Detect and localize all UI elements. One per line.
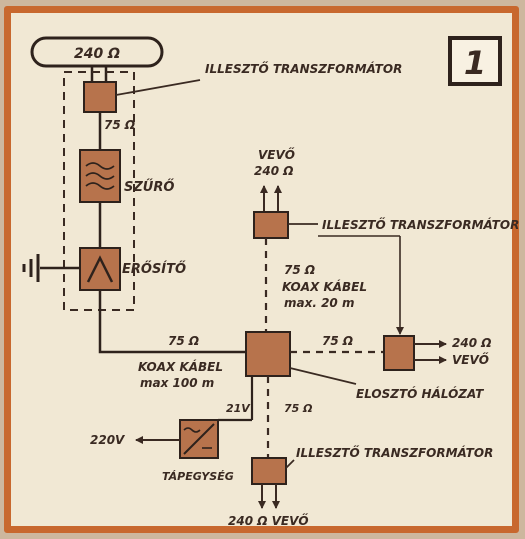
impedance-240-right: 240 Ω [452, 336, 491, 350]
receiver-top-label: VEVŐ [258, 147, 295, 162]
splitter-block [245, 331, 291, 377]
coax-top-length: max. 20 m [284, 296, 354, 310]
figure-number: 1 [464, 44, 486, 82]
mains-voltage-220v: 220V [90, 433, 126, 447]
coax-top-label: KOAX KÁBEL [282, 279, 367, 294]
power-supply-label: TÁPEGYSÉG [162, 470, 234, 483]
supply-voltage-21v: 21V [226, 402, 251, 415]
matching-transformer-label: ILLESZTŐ TRANSZFORMÁTOR [205, 61, 402, 76]
matching-transformer-block [253, 211, 289, 239]
matching-transformer-block [383, 335, 415, 371]
ground-icon [22, 254, 40, 282]
coax-left-label: KOAX KÁBEL [138, 359, 223, 374]
matching-transformer-block [83, 81, 117, 113]
filter-label: SZŰRŐ [124, 179, 174, 195]
antenna-impedance: 240 Ω [74, 46, 120, 62]
impedance-75-antenna: 75 Ω [104, 118, 135, 132]
amplifier-symbol [86, 255, 114, 283]
impedance-75-coax-top: 75 Ω [284, 263, 315, 277]
impedance-75-coax-left: 75 Ω [168, 334, 199, 348]
coax-left-length: max 100 m [140, 376, 214, 390]
matching-transformer-label: ILLESZTŐ TRANSZFORMÁTOR [322, 217, 519, 232]
amplifier-block [79, 247, 121, 291]
receiver-bottom-label: 240 Ω VEVŐ [228, 513, 309, 528]
impedance-240-top: 240 Ω [254, 164, 293, 178]
receiver-right-label: VEVŐ [452, 352, 489, 367]
impedance-75-right: 75 Ω [322, 334, 353, 348]
figure-number-box [448, 36, 502, 86]
power-supply-symbol [183, 423, 215, 455]
impedance-75-bottom: 75 Ω [284, 402, 313, 415]
distribution-network-label: ELOSZTÓ HÁLÓZAT [356, 386, 484, 401]
antenna [30, 36, 164, 68]
amplifier-label: ERŐSÍTŐ [122, 261, 186, 277]
filter-symbol [85, 162, 115, 190]
matching-transformer-label: ILLESZTŐ TRANSZFORMÁTOR [296, 445, 493, 460]
matching-transformer-block [251, 457, 287, 485]
